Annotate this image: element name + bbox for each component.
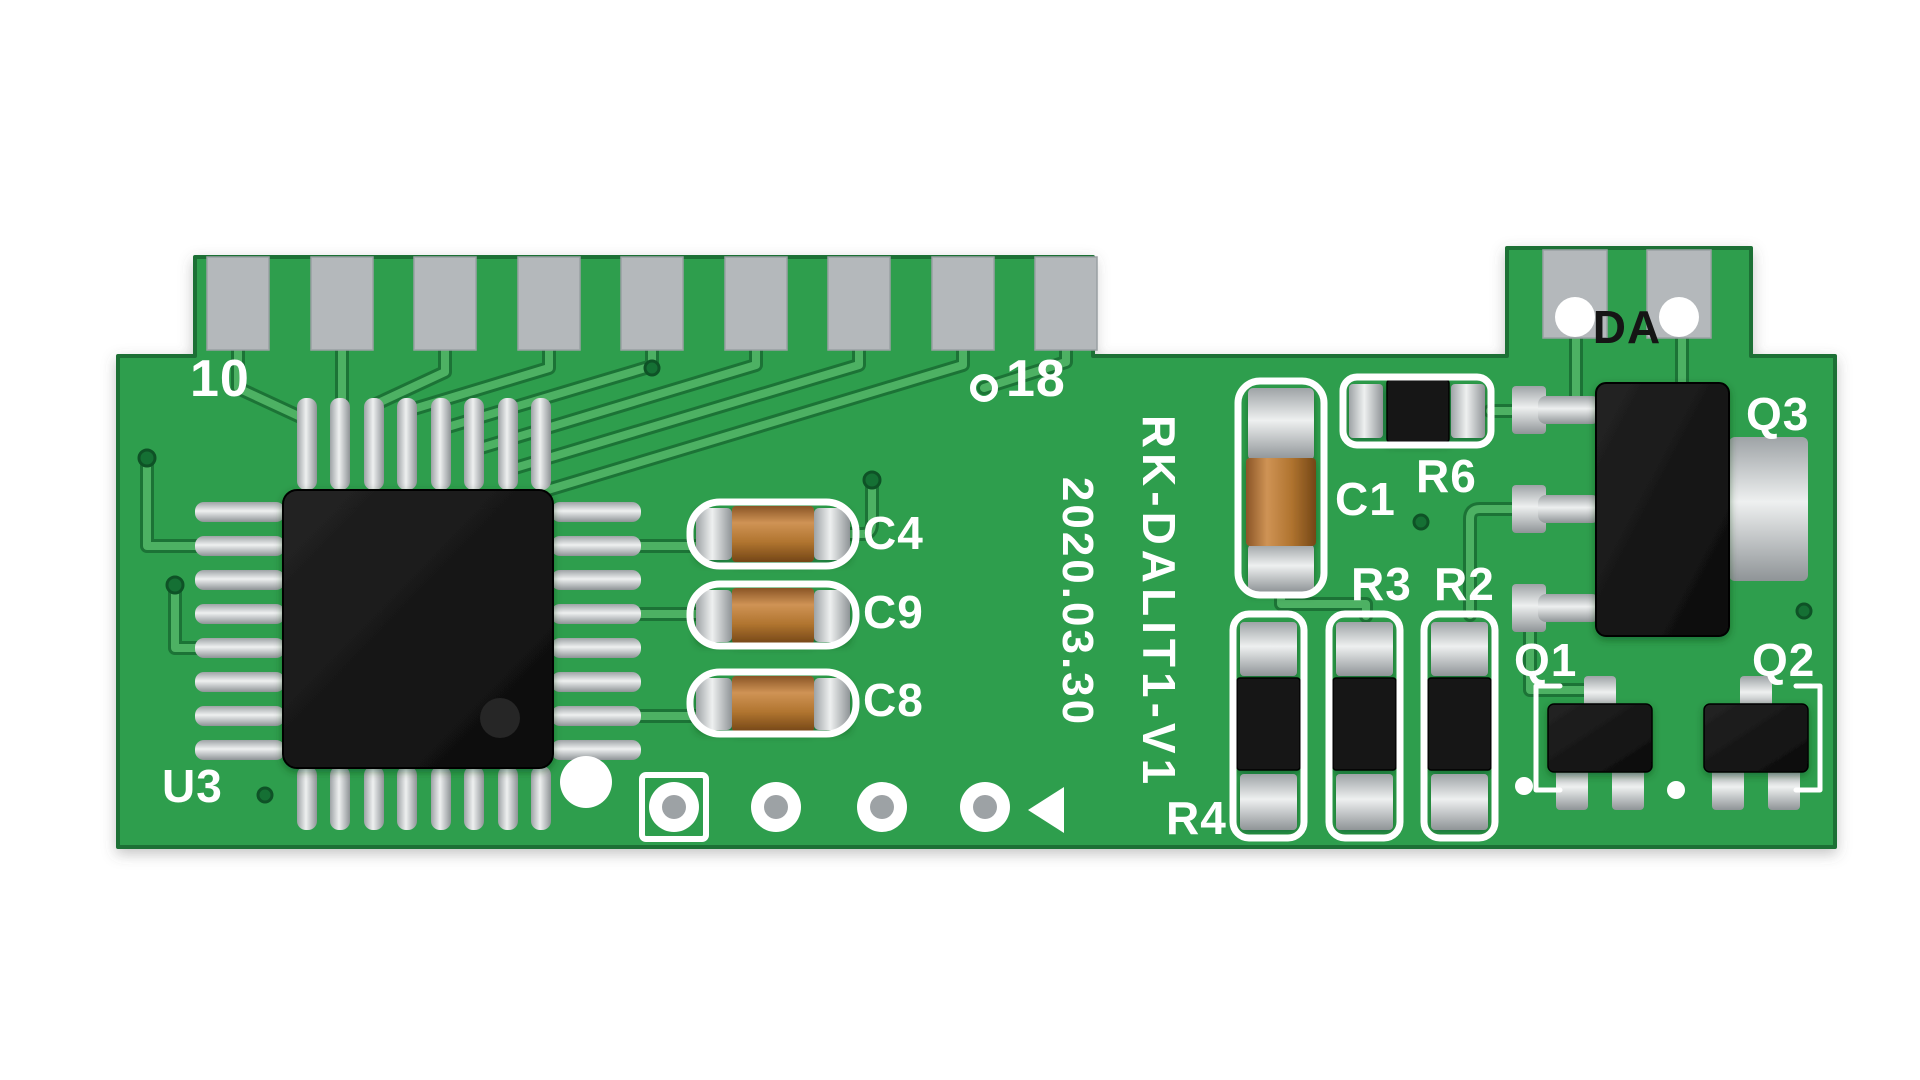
da-connector <box>1542 249 1712 339</box>
label-q1: Q1 <box>1514 634 1577 686</box>
small-via-white-2 <box>1667 781 1685 799</box>
resistor-column-r4 <box>1236 622 1301 830</box>
label-c9: C9 <box>863 586 924 638</box>
r2-outline <box>1420 610 1499 842</box>
u3-body <box>282 489 554 769</box>
u3-pin1-dot <box>480 698 520 738</box>
polarity-triangle <box>1028 787 1064 833</box>
c4-outline <box>686 498 860 570</box>
mounting-holes <box>560 756 1685 833</box>
label-r2: R2 <box>1434 558 1495 610</box>
capacitor-c4 <box>696 506 850 562</box>
board-date-text: 2020.03.30 <box>1053 477 1102 727</box>
label-r3: R3 <box>1351 558 1412 610</box>
silkscreen-text: 10 18 U3 C4 C9 C8 C1 R6 R3 R2 R4 Q1 Q2 Q… <box>162 350 1815 844</box>
capacitor-c1 <box>1246 388 1316 592</box>
capacitor-c9 <box>696 588 850 644</box>
c8-outline <box>686 668 860 738</box>
hole1-outline <box>639 772 709 842</box>
silkscreen-outlines <box>639 373 1823 842</box>
da-hole-left <box>1555 297 1595 337</box>
transistor-q2 <box>1703 676 1809 810</box>
board-model-text: RK-DALIT1-V1 <box>1133 415 1185 789</box>
q2-bracket <box>1793 683 1823 793</box>
q3-body <box>1595 382 1730 637</box>
small-via-white-1 <box>1515 777 1533 795</box>
r3-outline <box>1325 610 1404 842</box>
label-c4: C4 <box>863 507 924 559</box>
label-r4: R4 <box>1166 792 1227 844</box>
label-c1: C1 <box>1335 473 1396 525</box>
resistor-r6 <box>1349 379 1485 443</box>
q1-body <box>1547 703 1653 773</box>
q3-tab <box>1729 437 1808 581</box>
label-da: DA <box>1593 301 1661 353</box>
resistor-column-r2 <box>1427 622 1492 830</box>
u3-chip <box>195 398 641 830</box>
capacitor-c8 <box>696 676 850 732</box>
r4-outline <box>1229 610 1308 842</box>
via-ring-white <box>970 374 998 402</box>
label-r6: R6 <box>1416 450 1477 502</box>
label-c8: C8 <box>863 674 924 726</box>
label-q3: Q3 <box>1746 388 1809 440</box>
label-q2: Q2 <box>1752 634 1815 686</box>
edge-connector-pads <box>206 256 1098 351</box>
pin-18-label: 18 <box>1006 350 1066 408</box>
q1-bracket <box>1533 683 1563 793</box>
fiducial-dot <box>560 756 612 808</box>
q2-body <box>1703 703 1809 773</box>
r6-outline <box>1339 373 1495 449</box>
da-hole-right <box>1659 297 1699 337</box>
resistor-column-r3 <box>1332 622 1397 830</box>
c9-outline <box>686 580 860 650</box>
label-u3: U3 <box>162 760 223 812</box>
via-holes <box>137 359 1813 804</box>
pin-10-label: 10 <box>190 350 250 408</box>
c1-outline <box>1234 377 1328 599</box>
transistor-q3 <box>1512 382 1808 637</box>
transistor-q1 <box>1547 676 1653 810</box>
